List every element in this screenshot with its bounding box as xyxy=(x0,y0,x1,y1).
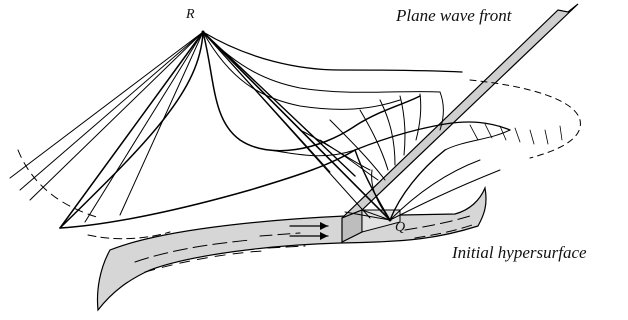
cone-generators xyxy=(9,31,391,229)
vertex-point xyxy=(388,218,392,222)
plane-wave-front-label: Plane wave front xyxy=(396,6,512,25)
vertex-label: Q xyxy=(395,220,406,235)
apex-label: R xyxy=(186,7,195,22)
cone-base-rim xyxy=(17,79,581,240)
initial-hypersurface-label: Initial hypersurface xyxy=(452,243,587,262)
wavefront-surfaces xyxy=(59,31,563,229)
plane-wave-front-slab xyxy=(341,3,579,243)
initial-hypersurface-band xyxy=(96,185,487,312)
apex-point xyxy=(201,30,205,34)
